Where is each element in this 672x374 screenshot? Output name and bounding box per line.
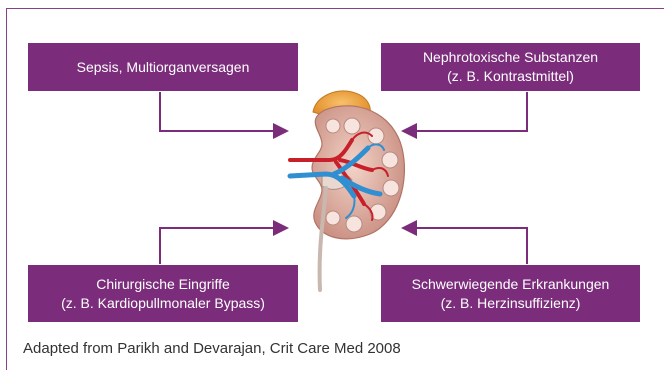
arrow-from-severe-illness (405, 228, 527, 264)
arrow-from-sepsis (160, 92, 285, 131)
arrow-from-surgery (160, 228, 285, 264)
source-caption: Adapted from Parikh and Devarajan, Crit … (23, 340, 401, 357)
arrow-from-nephrotoxic (405, 92, 527, 131)
kidney-illustration (290, 91, 404, 290)
